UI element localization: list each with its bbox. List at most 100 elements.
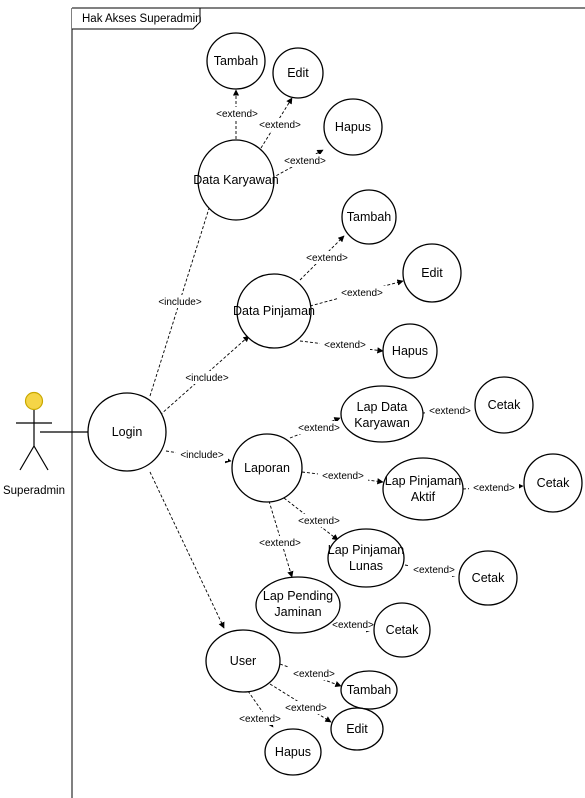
label-extend-dp-tambah: <extend> [302, 251, 352, 264]
svg-text:<extend>: <extend> [306, 253, 348, 264]
svg-text:<extend>: <extend> [239, 714, 281, 725]
use-case-dk-tambah[interactable]: Tambah [206, 32, 266, 90]
use-case-cetak-4[interactable]: Cetak [373, 602, 431, 658]
use-cases: Login Data Karyawan Tambah Edit Hapus Da… [87, 32, 583, 776]
label-include-data-pinjaman: <include> [181, 371, 233, 384]
svg-text:Lap Data: Lap Data [357, 400, 408, 414]
label-extend-dk-hapus: <extend> [280, 154, 330, 167]
use-case-dk-edit[interactable]: Edit [272, 47, 324, 99]
svg-text:Lunas: Lunas [349, 559, 383, 573]
svg-text:Cetak: Cetak [386, 623, 419, 637]
label-extend-user-tambah: <extend> [289, 667, 339, 680]
svg-text:Jaminan: Jaminan [274, 605, 321, 619]
label-extend-user-hapus: <extend> [235, 712, 285, 725]
label-extend-lap-pinjaman-lunas: <extend> [294, 514, 344, 527]
svg-text:Tambah: Tambah [214, 54, 259, 68]
svg-text:Cetak: Cetak [537, 476, 570, 490]
actor-right-leg [33, 445, 49, 471]
label-extend-dk-tambah: <extend> [212, 107, 262, 120]
label-extend-lpl-cetak: <extend> [409, 563, 459, 576]
label-include-laporan: <include> [176, 448, 228, 461]
edge-laporan-lap-pinjaman-lunas [283, 497, 339, 541]
label-extend-lap-pinjaman-aktif: <extend> [318, 469, 368, 482]
svg-text:<extend>: <extend> [413, 565, 455, 576]
svg-text:<include>: <include> [158, 297, 202, 308]
svg-text:<extend>: <extend> [216, 109, 258, 120]
label-extend-dp-hapus: <extend> [320, 338, 370, 351]
use-case-dk-hapus[interactable]: Hapus [323, 98, 383, 156]
svg-text:Tambah: Tambah [347, 210, 392, 224]
svg-text:<extend>: <extend> [259, 538, 301, 549]
svg-text:<extend>: <extend> [324, 340, 366, 351]
edge-laporan-lap-pending-jaminan [268, 500, 294, 578]
frame-title-tab [72, 7, 201, 30]
svg-text:<extend>: <extend> [293, 669, 335, 680]
svg-text:Hapus: Hapus [335, 120, 371, 134]
svg-text:<extend>: <extend> [285, 703, 327, 714]
label-include-data-karyawan: <include> [154, 295, 206, 308]
svg-text:Data Pinjaman: Data Pinjaman [233, 304, 315, 318]
label-extend-dp-edit: <extend> [337, 286, 387, 299]
svg-text:Data Karyawan: Data Karyawan [193, 173, 279, 187]
svg-text:Edit: Edit [287, 66, 309, 80]
use-case-u-edit[interactable]: Edit [330, 707, 384, 751]
use-case-u-tambah[interactable]: Tambah [340, 670, 398, 710]
use-case-dp-edit[interactable]: Edit [402, 243, 462, 303]
svg-text:<extend>: <extend> [473, 483, 515, 494]
label-extend-user-edit: <extend> [281, 701, 331, 714]
use-case-dp-tambah[interactable]: Tambah [341, 189, 397, 245]
use-case-lap-data-karyawan[interactable]: Lap Data Karyawan [340, 385, 424, 443]
frame-title: Hak Akses Superadmin [82, 13, 202, 25]
svg-text:<extend>: <extend> [298, 516, 340, 527]
svg-text:User: User [230, 654, 256, 668]
use-case-data-pinjaman[interactable]: Data Pinjaman [233, 273, 315, 349]
svg-text:<extend>: <extend> [322, 471, 364, 482]
use-case-cetak-2[interactable]: Cetak [523, 453, 583, 513]
svg-text:<extend>: <extend> [341, 288, 383, 299]
use-case-dp-hapus[interactable]: Hapus [382, 323, 438, 379]
svg-text:<include>: <include> [185, 373, 229, 384]
svg-text:Hapus: Hapus [392, 344, 428, 358]
svg-text:<include>: <include> [180, 450, 224, 461]
svg-text:Laporan: Laporan [244, 461, 290, 475]
use-case-lap-pinjaman-aktif[interactable]: Lap Pinjaman Aktif [382, 457, 464, 521]
relation-labels: <include> <include> <include> <extend> <… [154, 107, 519, 725]
svg-text:<extend>: <extend> [429, 406, 471, 417]
actor-label: Superadmin [3, 485, 65, 497]
svg-text:Lap Pending: Lap Pending [263, 589, 333, 603]
svg-text:Lap Pinjaman: Lap Pinjaman [328, 543, 404, 557]
use-case-lap-pinjaman-lunas[interactable]: Lap Pinjaman Lunas [327, 528, 405, 588]
svg-text:<extend>: <extend> [284, 156, 326, 167]
use-case-laporan[interactable]: Laporan [231, 433, 303, 503]
use-case-user[interactable]: User [205, 629, 281, 693]
svg-text:Login: Login [112, 425, 143, 439]
svg-text:<extend>: <extend> [298, 423, 340, 434]
use-case-data-karyawan[interactable]: Data Karyawan [193, 139, 279, 221]
actor-head [24, 391, 44, 411]
svg-text:Aktif: Aktif [411, 490, 436, 504]
label-extend-lpj-cetak: <extend> [328, 618, 378, 631]
svg-text:Edit: Edit [346, 722, 368, 736]
actor-left-leg [19, 445, 35, 471]
use-case-cetak-3[interactable]: Cetak [458, 550, 518, 606]
use-case-lap-pending-jaminan[interactable]: Lap Pending Jaminan [255, 576, 341, 634]
svg-text:Cetak: Cetak [488, 398, 521, 412]
label-extend-ldk-cetak: <extend> [425, 404, 475, 417]
actor-superadmin[interactable]: Superadmin [3, 391, 65, 498]
label-extend-lap-pending-jaminan: <extend> [255, 536, 305, 549]
svg-text:Tambah: Tambah [347, 683, 392, 697]
svg-text:Karyawan: Karyawan [354, 416, 410, 430]
use-case-login[interactable]: Login [87, 392, 167, 472]
label-extend-dk-edit: <extend> [255, 118, 305, 131]
svg-text:Edit: Edit [421, 266, 443, 280]
svg-text:<extend>: <extend> [332, 620, 374, 631]
edge-dp-edit [309, 279, 404, 307]
system-frame: Hak Akses Superadmin [71, 7, 585, 798]
svg-text:Hapus: Hapus [275, 745, 311, 759]
edge-login-user [149, 471, 225, 629]
use-case-u-hapus[interactable]: Hapus [264, 728, 322, 776]
use-case-cetak-1[interactable]: Cetak [474, 376, 534, 434]
svg-text:Cetak: Cetak [472, 571, 505, 585]
label-extend-lap-data-karyawan: <extend> [294, 421, 344, 434]
